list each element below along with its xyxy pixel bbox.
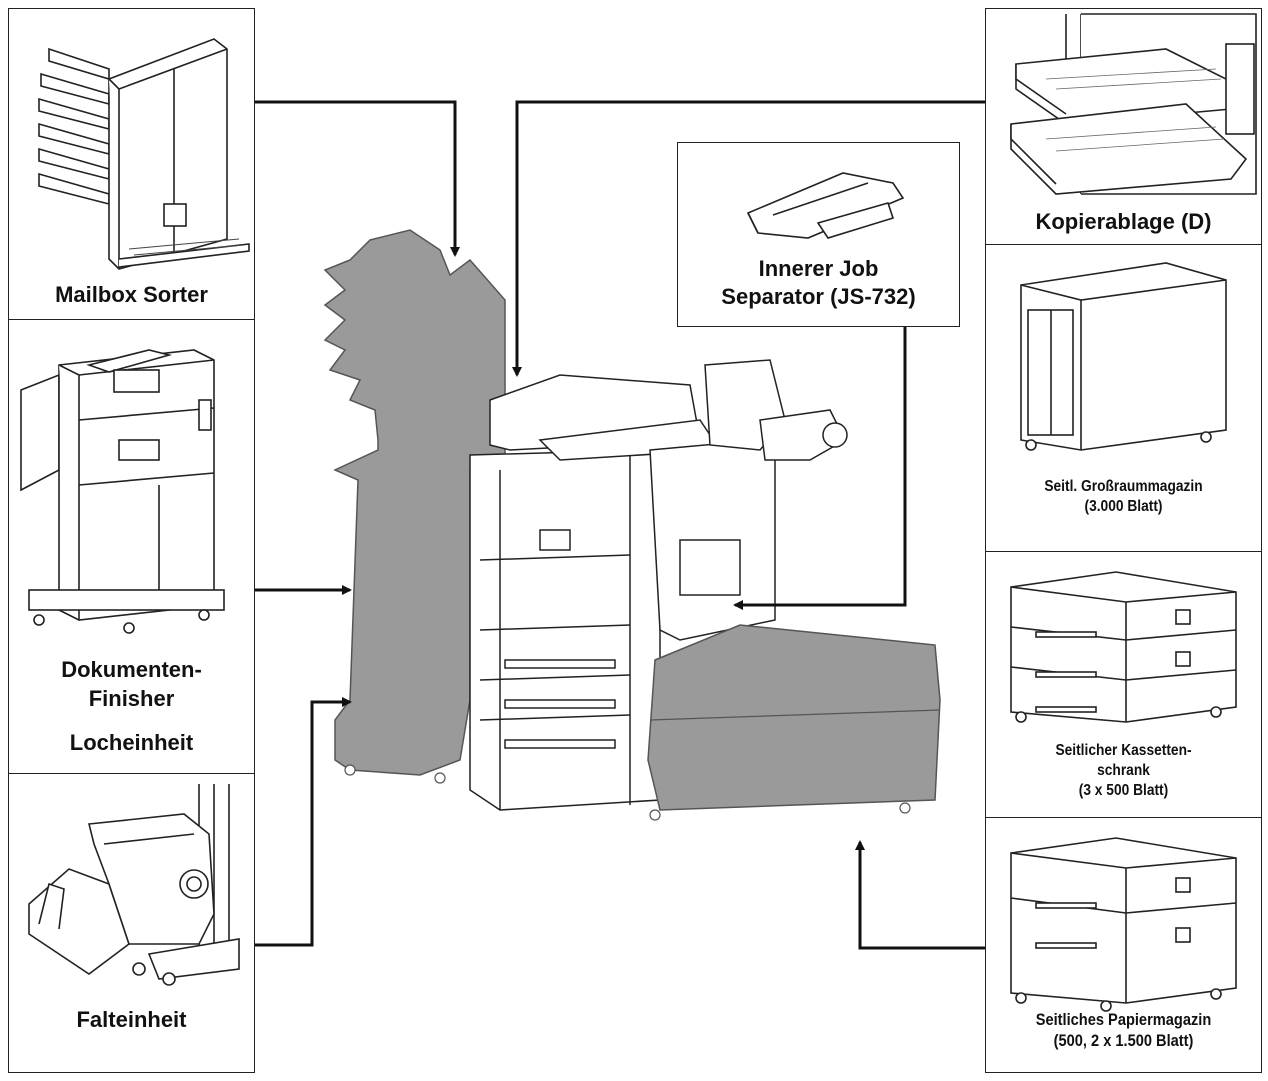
mailbox-sorter-label: Mailbox Sorter	[55, 282, 208, 307]
panel-mailbox-sorter: Mailbox Sorter	[8, 8, 255, 320]
copy-tray-label: Kopierablage (D)	[1035, 209, 1212, 234]
side-paper-feeder-label-1: Seitliches Papiermagazin	[1035, 1010, 1212, 1029]
finisher-silhouette	[323, 229, 506, 776]
mailbox-sorter-icon	[38, 38, 250, 270]
side-cassette-cabinet-icon	[1010, 571, 1237, 723]
side-cassette-cabinet-label-2: schrank	[1097, 762, 1150, 779]
copy-tray-icon	[1010, 13, 1257, 195]
panel-side-large-capacity-feeder: Seitl. Großraummagazin (3.000 Blatt)	[985, 244, 1262, 552]
document-finisher-label-1: Dokumenten-	[61, 657, 202, 682]
folding-unit-label: Falteinheit	[76, 1007, 187, 1032]
side-large-capacity-feeder-label-1: Seitl. Großraummagazin	[1044, 478, 1203, 495]
punch-unit-label: Locheinheit	[69, 730, 194, 755]
document-finisher-label-2: Finisher	[88, 686, 175, 711]
side-paper-feeder-label-2: (500, 2 x 1.500 Blatt)	[1053, 1031, 1194, 1050]
side-cassette-cabinet-label-3: (3 x 500 Blatt)	[1078, 782, 1169, 799]
side-feeder-silhouette	[647, 624, 941, 811]
panel-folding-unit: Falteinheit	[8, 773, 255, 1073]
side-large-capacity-feeder-label-2: (3.000 Blatt)	[1084, 498, 1163, 515]
folding-unit-icon	[28, 784, 240, 986]
side-paper-feeder-icon	[1010, 837, 1237, 1012]
panel-side-cassette-cabinet: Seitlicher Kassetten- schrank (3 x 500 B…	[985, 551, 1262, 818]
side-large-capacity-feeder-icon	[1020, 262, 1227, 451]
side-cassette-cabinet-label-1: Seitlicher Kassetten-	[1055, 742, 1192, 759]
panel-side-paper-feeder: Seitliches Papiermagazin (500, 2 x 1.500…	[985, 817, 1262, 1073]
document-finisher-icon	[20, 349, 225, 634]
